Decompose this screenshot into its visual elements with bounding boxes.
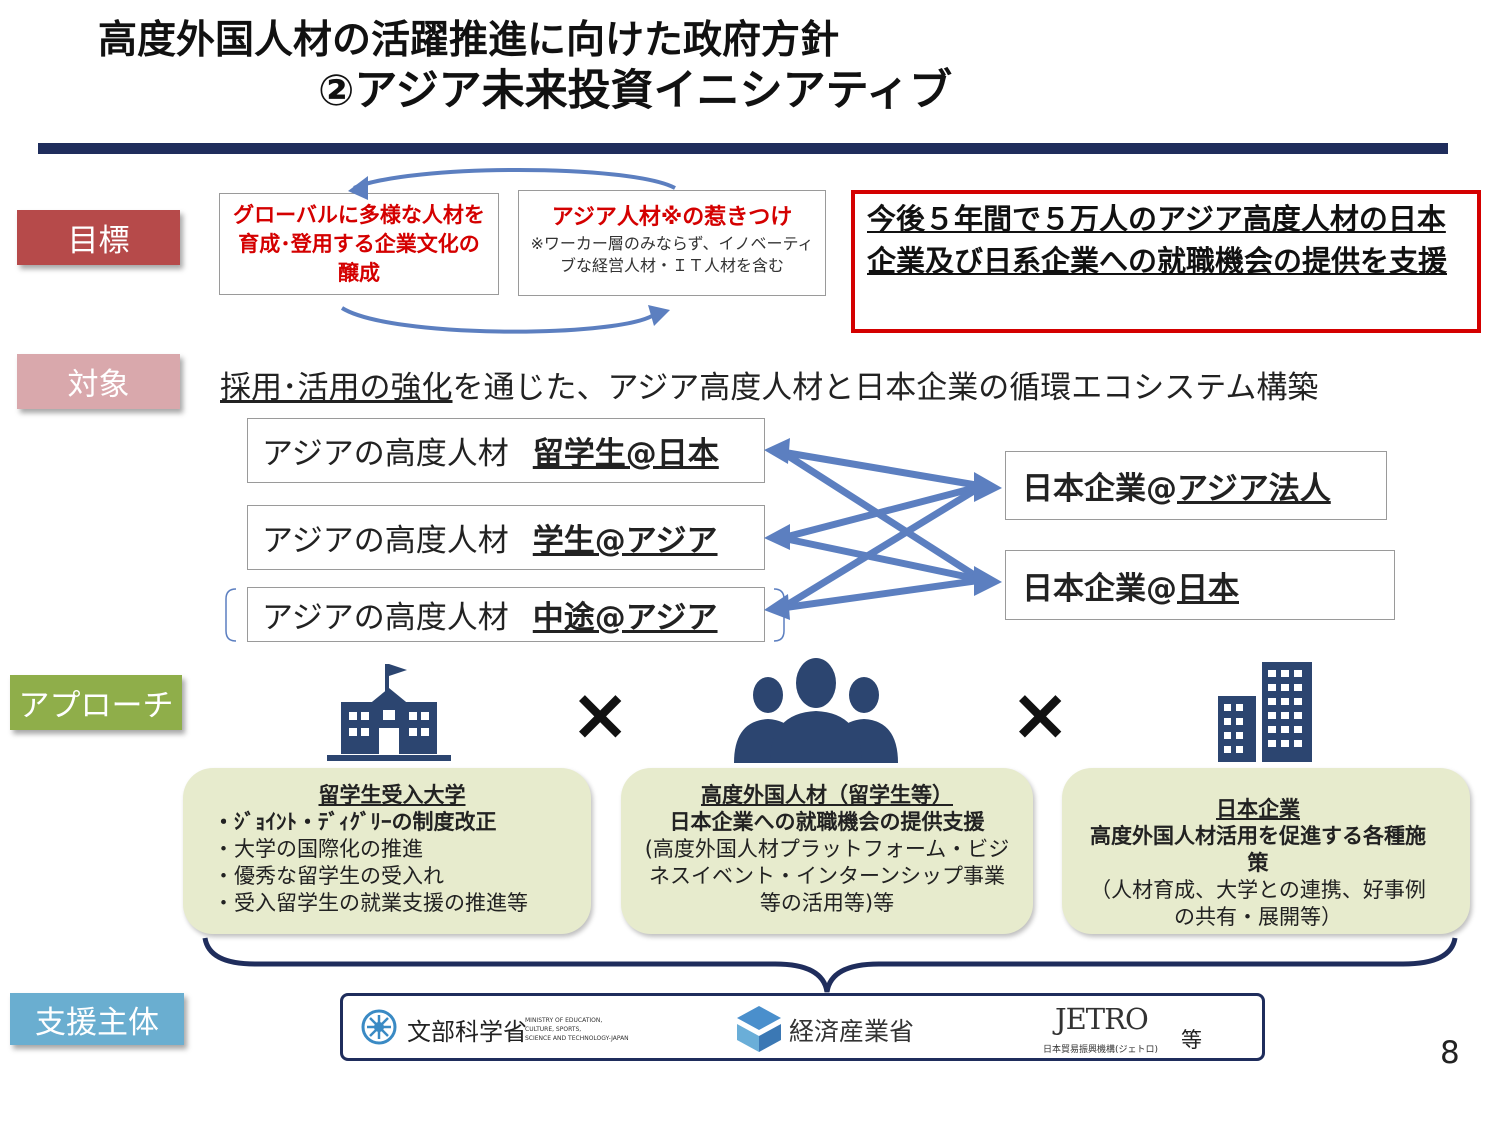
mext-name: 文部科学省 [407,1018,527,1046]
approach-talent-title: 高度外国人材（留学生等） [701,783,953,807]
goal-attract-title: アジア人材※の惹きつけ [551,205,793,230]
row-3-brackets [225,588,785,642]
meti-name: 経済産業省 [789,1017,915,1046]
approach-company-body: （人材育成、大学との連携、好事例の共有・展開等） [1090,878,1426,929]
approach-talent-subtitle: 日本企業への就職機会の提供支援 [669,810,985,834]
talent-row-3: アジアの高度人材 中途@アジア [247,587,765,642]
approach-university-item-3: ・優秀な留学生の受入れ [213,864,444,888]
arrowhead-row1 [764,438,790,464]
supporters-box: 文部科学省 MINISTRY OF EDUCATION, CULTURE, SP… [340,993,1265,1061]
building-icon [1218,662,1312,762]
approach-university-item-1: ・ｼﾞｮｲﾝﾄ・ﾃﾞｨｸﾞﾘｰの制度改正 [213,810,497,834]
cycle-arrow-top-head [348,176,368,200]
company-asia-suffix: アジア法人 [1177,471,1331,507]
page-title-line2: ②アジア未来投資イニシアティブ [318,66,953,116]
arrowhead-row3 [764,594,790,620]
goal-label: 目標 [17,210,180,265]
cycle-arrow-top [353,168,676,190]
grouping-brace [202,937,1458,993]
support-label: 支援主体 [10,993,184,1045]
company-japan-suffix: 日本 [1177,570,1239,607]
connection-arrows [764,438,1002,620]
approach-university-card: 留学生受入大学 ・ｼﾞｮｲﾝﾄ・ﾃﾞｨｸﾞﾘｰの制度改正 ・大学の国際化の推進 … [183,768,591,934]
talent-row-2-kind: 学生@アジア [532,523,718,559]
approach-label: アプローチ [10,675,182,730]
university-icon [327,664,451,761]
talent-row-1-prefix: アジアの高度人材 [262,436,509,472]
talent-row-3-kind: 中途@アジア [532,600,718,636]
arrowhead-row2 [764,524,790,550]
page-title-line1: 高度外国人材の活躍推進に向けた政府方針 [98,18,840,63]
meti-logo-icon [737,1006,781,1052]
mext-en-2: CULTURE, SPORTS, [525,1026,582,1033]
goal-culture-box: グローバルに多様な人材を育成･登用する企業文化の醸成 [219,193,499,295]
supporters-etc: 等 [1181,1028,1202,1052]
goal-culture-text: グローバルに多様な人材を育成･登用する企業文化の醸成 [233,202,485,285]
goal-target-text: 今後５年間で５万人のアジア高度人材の日本企業及び日系企業への就職機会の提供を支援 [867,202,1448,278]
target-label: 対象 [17,354,180,409]
approach-university-item-4: ・受入留学生の就業支援の推進等 [213,891,528,915]
mext-en-1: MINISTRY OF EDUCATION, [525,1017,603,1024]
mext-en-3: SCIENCE AND TECHNOLOGY-JAPAN [525,1035,629,1042]
approach-company-subtitle: 高度外国人材活用を促進する各種施策 [1090,824,1426,875]
company-japan-box: 日本企業@日本 [1005,550,1395,620]
title-divider [38,143,1448,154]
subject-headline-underlined: 採用･活用の強化 [220,370,453,406]
goal-attract-note: ※ワーカー層のみならず、イノベーティブな経営人材・ＩＴ人材を含む [530,234,814,275]
approach-university-item-2: ・大学の国際化の推進 [213,837,423,861]
talent-row-3-prefix: アジアの高度人材 [262,600,509,636]
page-number: 8 [1440,1035,1460,1071]
subject-headline: 採用･活用の強化を通じた、アジア高度人材と日本企業の循環エコシステム構築 [220,362,1318,407]
cross-2: × [1010,672,1071,756]
jetro-sub: 日本貿易振興機構(ジェトロ) [1043,1045,1159,1055]
company-asia-box: 日本企業@アジア法人 [1005,451,1387,520]
arrowhead-company-asia [974,472,1002,502]
talent-row-2: アジアの高度人材 学生@アジア [247,505,765,570]
cycle-arrow-bottom-head [648,305,670,326]
talent-row-1: アジアの高度人材 留学生@日本 [247,418,765,483]
cycle-arrow-bottom [340,306,653,334]
subject-headline-rest: を通じた、アジア高度人材と日本企業の循環エコシステム構築 [452,370,1319,406]
goal-attract-box: アジア人材※の惹きつけ ※ワーカー層のみならず、イノベーティブな経営人材・ＩＴ人… [518,190,826,296]
company-japan-prefix: 日本企業@ [1022,570,1177,607]
mext-logo-icon [361,1009,397,1045]
approach-university-title: 留学生受入大学 [318,783,466,807]
goal-target-box: 今後５年間で５万人のアジア高度人材の日本企業及び日系企業への就職機会の提供を支援 [851,190,1481,333]
cross-1: × [570,672,631,756]
cycle-arrows [340,168,676,334]
arrowhead-company-japan [974,566,1002,596]
talent-row-1-kind: 留学生@日本 [532,436,719,472]
mext-en: MINISTRY OF EDUCATION, CULTURE, SPORTS, … [525,1016,629,1043]
company-asia-prefix: 日本企業@ [1022,471,1177,507]
people-icon [734,658,898,763]
approach-talent-body: (高度外国人材プラットフォーム・ビジネスイベント・インターンシップ事業等の活用等… [644,837,1010,915]
approach-company-title: 日本企業 [1216,797,1300,821]
jetro-logo: JETRO [1055,1002,1149,1036]
approach-talent-card: 高度外国人材（留学生等） 日本企業への就職機会の提供支援 (高度外国人材プラット… [621,768,1033,934]
approach-company-card: 日本企業 高度外国人材活用を促進する各種施策 （人材育成、大学との連携、好事例の… [1062,768,1470,934]
talent-row-2-prefix: アジアの高度人材 [262,523,509,559]
